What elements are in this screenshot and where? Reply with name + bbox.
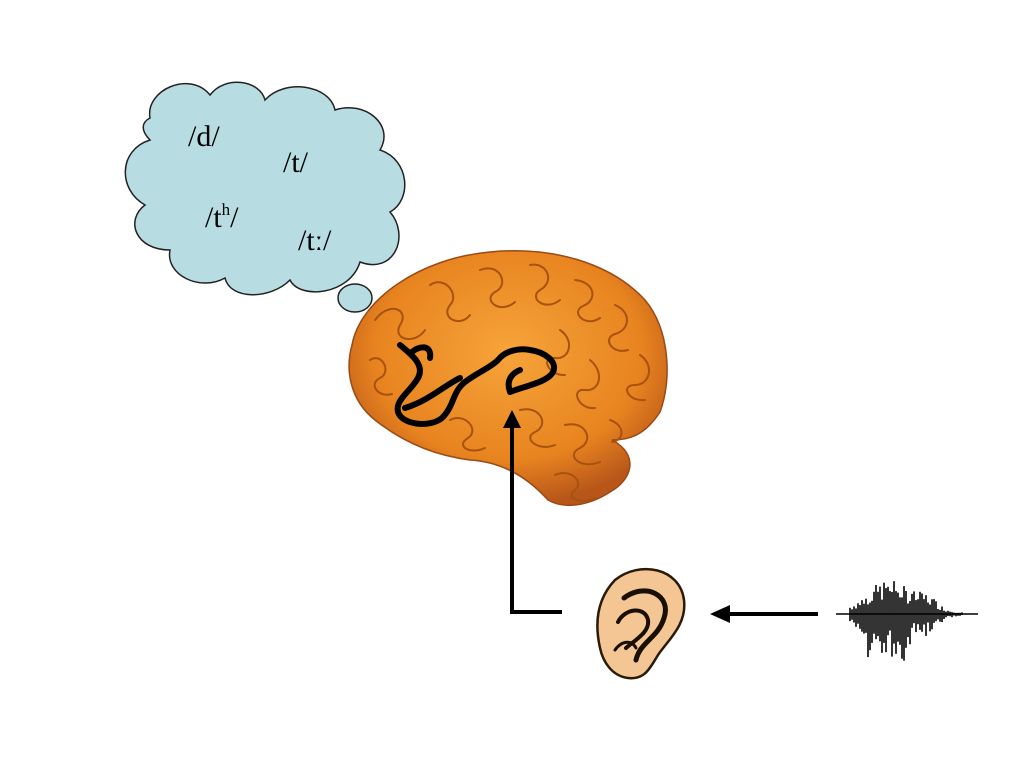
language-area-outline — [394, 342, 558, 427]
sound-to-ear-arrow — [710, 605, 818, 623]
ear-icon — [596, 567, 686, 680]
phoneme-t-aspirated: /th/ — [205, 201, 239, 233]
thought-cloud-icon — [124, 81, 406, 348]
phoneme-t-aspirated-close: / — [230, 201, 239, 234]
brain-icon — [348, 250, 668, 507]
ear-to-brain-arrow — [503, 410, 562, 614]
phoneme-t: /t/ — [283, 146, 309, 179]
aspiration-mark: h — [221, 200, 231, 219]
phoneme-d: /d/ — [188, 120, 220, 153]
phoneme-t-long: /tː/ — [298, 224, 332, 257]
phoneme-t-aspirated-base: /t — [205, 201, 222, 234]
sound-waveform-icon — [836, 581, 978, 661]
